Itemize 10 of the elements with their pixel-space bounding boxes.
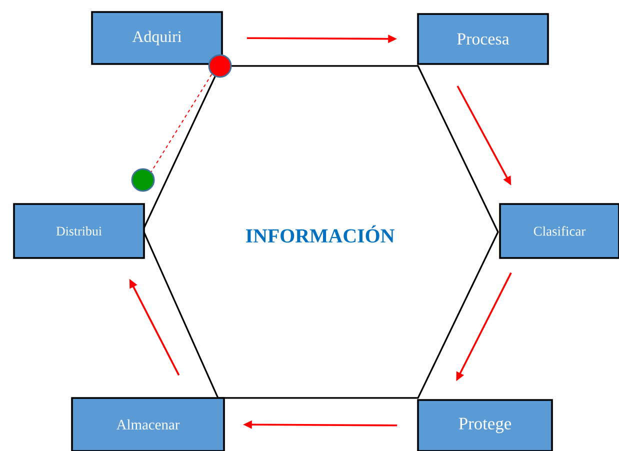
process-box: Clasificar (499, 203, 619, 259)
dot (131, 168, 155, 192)
process-box: Procesa (417, 13, 549, 65)
process-box: Almacenar (71, 397, 225, 451)
hexagon: INFORMACIÓN (142, 65, 499, 399)
process-box: Distribui (13, 203, 145, 259)
dot (208, 54, 232, 78)
process-box: Adquiri (91, 11, 223, 65)
process-box: Protege (417, 399, 553, 451)
dashed-line (150, 74, 212, 172)
